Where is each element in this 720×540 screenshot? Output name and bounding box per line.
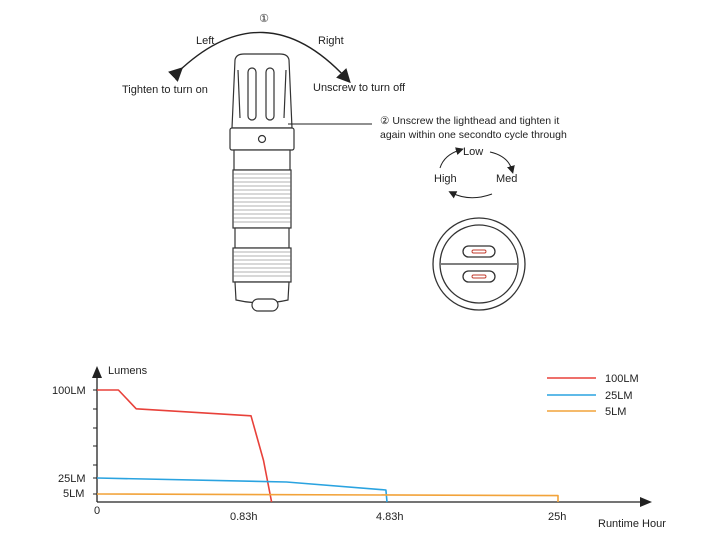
y-tick-label: 25LM [58, 473, 86, 485]
step2-instructions: ② Unscrew the lighthead and tighten it a… [380, 115, 567, 141]
x-tick-label: 0 [94, 505, 100, 517]
left-label: Left [196, 35, 214, 47]
flashlight-head [231, 53, 293, 129]
x-tick-label: 4.83h [376, 511, 404, 523]
mode-med-label: Med [496, 173, 517, 185]
tailcap-slot-top [462, 245, 496, 258]
cycle-arrow-high-low [439, 147, 464, 169]
mode-high-label: High [434, 173, 457, 185]
mode-low-label: Low [463, 146, 483, 158]
head-slot-2 [265, 67, 275, 121]
x-tick-label: 25h [548, 511, 566, 523]
runtime-chart: Lumens Runtime Hour 100LM 25LM 5LM 0 0.8… [52, 365, 666, 530]
tailcap-slot-bottom [462, 270, 496, 283]
series-line-5lm [96, 493, 559, 502]
step2-line1: ② Unscrew the lighthead and tighten it [380, 115, 559, 127]
y-tick-label: 5LM [63, 488, 84, 500]
series-line-25lm [96, 477, 388, 503]
head-slot-1 [247, 67, 257, 121]
y-axis-minor-ticks [93, 389, 97, 495]
step1-marker: ① [259, 13, 269, 25]
x-axis-title: Runtime Hour [598, 518, 666, 530]
body-knurling-upper [232, 169, 292, 229]
body-band [234, 227, 290, 249]
legend-label-25lm: 25LM [605, 390, 633, 402]
y-axis-arrow [92, 366, 102, 378]
tighten-label: Tighten to turn on [122, 84, 208, 96]
legend-label-5lm: 5LM [605, 406, 626, 418]
mode-dot [257, 134, 267, 144]
y-tick-label: 100LM [52, 385, 86, 397]
unscrew-label: Unscrew to turn off [313, 82, 406, 94]
cycle-arrow-med-high [448, 191, 493, 199]
chart-legend: 100LM 25LM 5LM [547, 373, 639, 418]
legend-label-100lm: 100LM [605, 373, 639, 385]
rotation-instructions: ① Left Right Tighten to turn on Unscrew … [122, 13, 406, 96]
tailcap-view [432, 217, 526, 311]
x-axis-arrow [640, 497, 652, 507]
x-tick-label: 0.83h [230, 511, 258, 523]
series-layer [96, 389, 559, 503]
series-line-100lm [97, 389, 273, 503]
y-axis-title: Lumens [108, 365, 148, 377]
rotation-arc-arrow [168, 31, 351, 84]
mode-cycle-diagram: Low Med High [434, 146, 517, 199]
cycle-arrow-low-med [489, 151, 515, 174]
flashlight-neck [233, 149, 291, 171]
flashlight-illustration [229, 53, 372, 312]
step2-line2: again within one secondto cycle through [380, 129, 567, 141]
right-label: Right [318, 35, 344, 47]
lanyard-hole [251, 298, 279, 312]
body-knurling-lower [232, 247, 292, 283]
